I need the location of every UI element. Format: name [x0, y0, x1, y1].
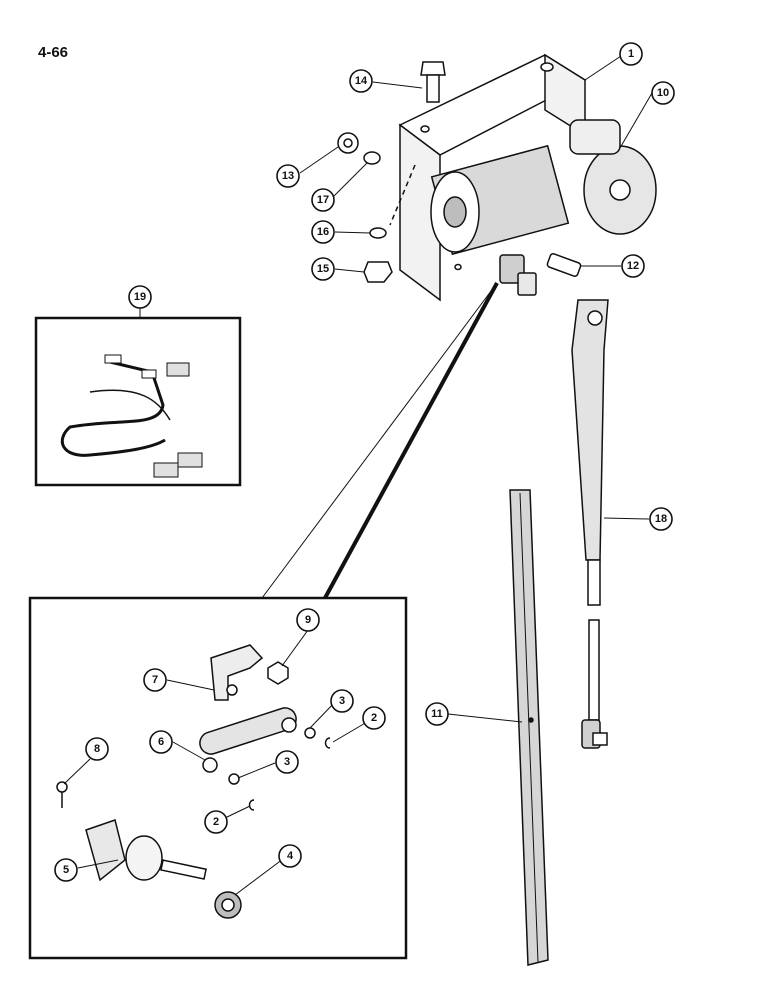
- svg-text:7: 7: [152, 674, 158, 686]
- svg-text:8: 8: [94, 743, 100, 755]
- svg-text:2: 2: [371, 712, 377, 724]
- callout-13: 13: [276, 164, 300, 188]
- wiper-motor: [430, 119, 657, 296]
- mounting-bracket: [398, 53, 587, 302]
- clip-2-lower: [248, 799, 255, 811]
- svg-text:6: 6: [158, 736, 164, 748]
- bolt-12: [546, 253, 582, 277]
- motor-hardware: [337, 61, 582, 283]
- svg-text:9: 9: [305, 614, 311, 626]
- callout-2-upper: 2: [362, 706, 386, 730]
- callout-circles: 1 10 14 13 17 16 15 12 19 18 11 9 7 3 2 …: [54, 42, 675, 882]
- svg-text:16: 16: [317, 226, 329, 238]
- switch-parts: [56, 644, 331, 919]
- svg-text:18: 18: [655, 513, 667, 525]
- switch-body-5: [85, 819, 126, 882]
- detail-leader-lines: [261, 282, 499, 599]
- svg-text:11: 11: [431, 708, 443, 720]
- svg-text:15: 15: [317, 263, 329, 275]
- lock-washer-17: [363, 151, 381, 165]
- callout-12: 12: [621, 254, 645, 278]
- lock-washer-16: [369, 227, 387, 239]
- nut-15: [363, 261, 393, 283]
- callout-3-upper: 3: [330, 689, 354, 713]
- callout-11: 11: [425, 702, 449, 726]
- svg-text:17: 17: [317, 194, 329, 206]
- callout-1: 1: [619, 42, 643, 66]
- wiper-arm: [571, 299, 609, 749]
- callout-17: 17: [311, 188, 335, 212]
- callout-18: 18: [649, 507, 673, 531]
- wiper-blade: [509, 489, 549, 966]
- callout-leaders: [63, 55, 653, 896]
- callout-4: 4: [278, 844, 302, 868]
- callout-9: 9: [296, 608, 320, 632]
- svg-text:19: 19: [134, 291, 146, 303]
- washer-3-upper: [304, 727, 316, 739]
- callout-2-lower: 2: [204, 810, 228, 834]
- callout-5: 5: [54, 858, 78, 882]
- svg-text:1: 1: [628, 48, 634, 60]
- nut-9: [267, 661, 289, 685]
- svg-text:4: 4: [287, 850, 294, 862]
- svg-text:10: 10: [657, 87, 669, 99]
- callout-7: 7: [143, 668, 167, 692]
- contact-plate-7: [210, 644, 264, 701]
- svg-text:3: 3: [339, 695, 345, 707]
- callout-14: 14: [349, 69, 373, 93]
- callout-19: 19: [128, 285, 152, 309]
- page-number: 4-66: [38, 44, 69, 61]
- svg-text:3: 3: [284, 756, 290, 768]
- callout-8: 8: [85, 737, 109, 761]
- callout-10: 10: [651, 81, 675, 105]
- bolt-shank-14: [426, 74, 440, 103]
- wiring-harness-inset: [34, 316, 242, 487]
- screw-8: [56, 781, 68, 793]
- svg-text:14: 14: [355, 75, 368, 87]
- svg-text:13: 13: [282, 170, 294, 182]
- svg-text:5: 5: [63, 864, 69, 876]
- callout-6: 6: [149, 730, 173, 754]
- svg-text:2: 2: [213, 816, 219, 828]
- callout-3-lower: 3: [275, 750, 299, 774]
- clip-2-upper: [324, 737, 331, 749]
- callout-15: 15: [311, 257, 335, 281]
- link-6: [199, 707, 297, 755]
- svg-text:12: 12: [627, 260, 639, 272]
- bolt-head-14: [420, 61, 446, 76]
- washer-3-lower: [228, 773, 240, 785]
- callout-16: 16: [311, 220, 335, 244]
